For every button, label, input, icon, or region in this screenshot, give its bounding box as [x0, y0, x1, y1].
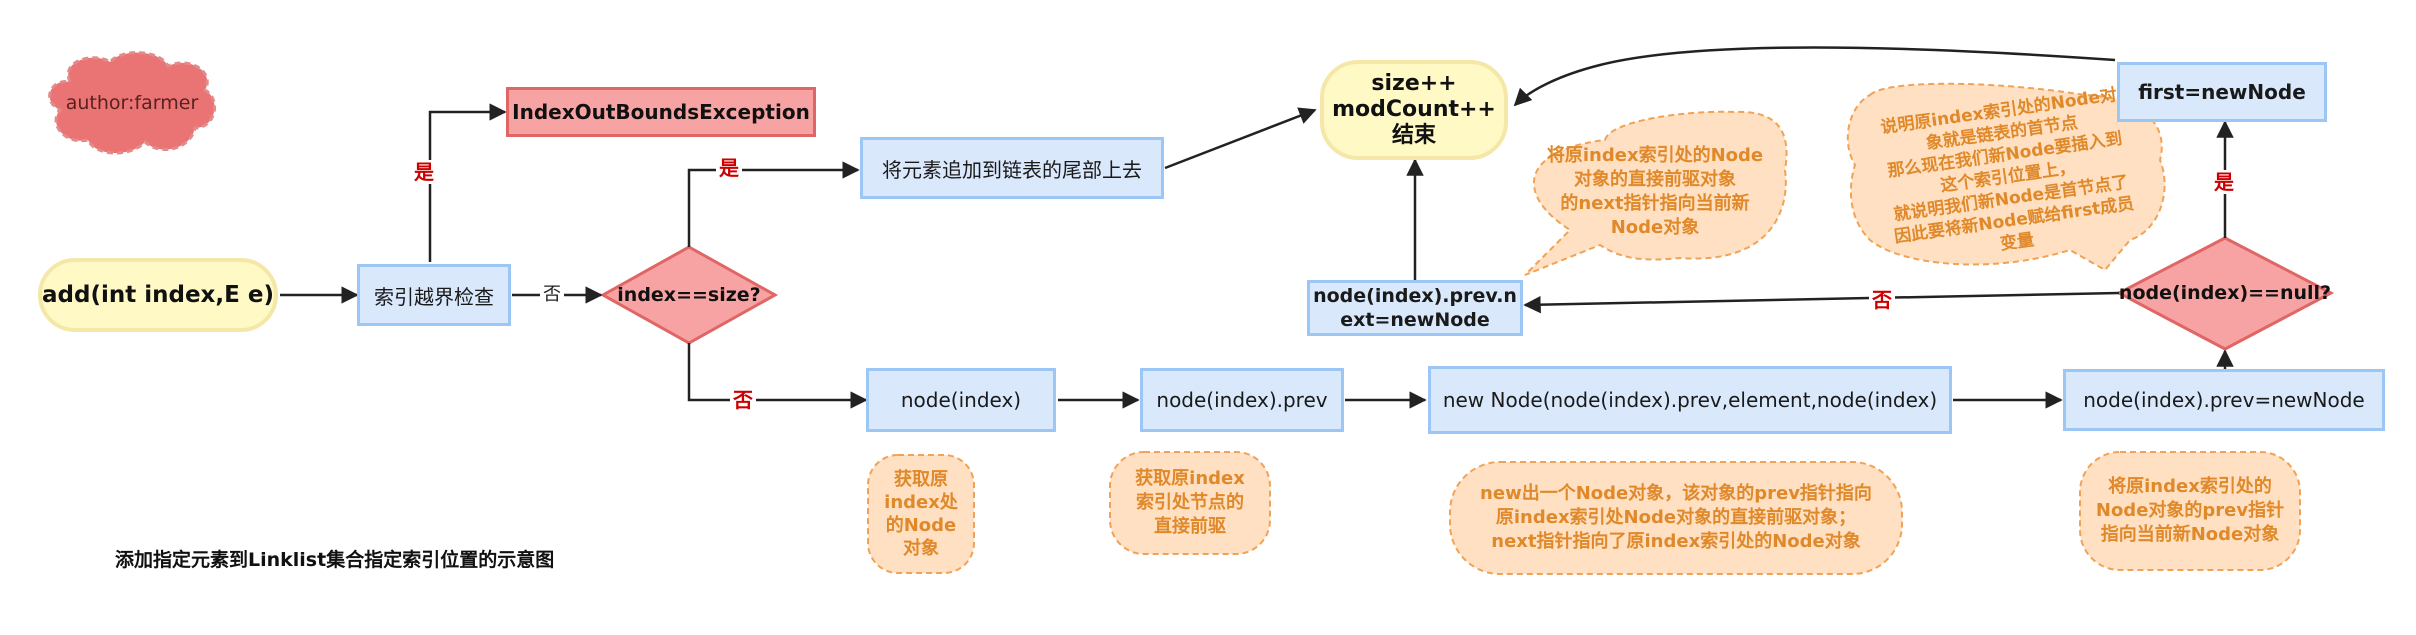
diamond-prev-null: node(index)==null? — [2118, 282, 2332, 304]
edge-label-no-null: 否 — [1869, 288, 1895, 312]
note-prev-pointer-shape — [2079, 451, 2301, 571]
node-node-index: node(index) — [866, 368, 1056, 432]
edges — [280, 46, 2234, 409]
node-append-tail: 将元素追加到链表的尾部上去 — [860, 137, 1164, 199]
note-get-prev: 获取原index 索引处节点的 直接前驱 — [1135, 468, 1245, 537]
edge-size-to-append — [687, 161, 860, 247]
edge-label-no-bounds: 否 — [540, 284, 564, 306]
edge-null-to-prevnext — [1523, 291, 2120, 314]
edge-label-yes-exception: 是 — [411, 160, 437, 184]
note-get-node: 获取原 index处 的Node 对象 — [884, 469, 958, 559]
node-start: add(int index,E e) — [38, 258, 278, 332]
edge-label-yes-null: 是 — [2211, 170, 2237, 194]
note-next-pointer: 将原index索引处的Node 对象的直接前驱对象 的next指针指向当前新 N… — [1546, 145, 1764, 238]
diamond-prev-null-shape — [2115, 236, 2335, 351]
edge-label-yes-size: 是 — [716, 156, 742, 180]
edge-check-to-exception — [428, 103, 507, 262]
note-next-pointer-bubble — [1524, 110, 1788, 276]
note-get-node-shape — [867, 454, 975, 574]
edge-first-to-end — [1513, 46, 2116, 107]
author-cloud-shape — [48, 51, 216, 155]
edge-size-to-node — [687, 343, 868, 409]
edge-append-to-end — [1164, 107, 1317, 170]
node-new-node: new Node(node(index).prev,element,node(i… — [1428, 366, 1952, 434]
node-node-index-prev: node(index).prev — [1140, 368, 1344, 432]
note-get-prev-shape — [1109, 451, 1271, 555]
node-end: size++ modCount++ 结束 — [1320, 60, 1508, 160]
edge-label-no-size: 否 — [730, 388, 756, 412]
node-bounds-check: 索引越界检查 — [357, 264, 511, 326]
author-label: author:farmer — [65, 92, 199, 114]
node-first-new: first=newNode — [2117, 62, 2327, 122]
note-first-desc-bubble — [1846, 82, 2166, 272]
node-set-prev: node(index).prev=newNode — [2063, 369, 2385, 431]
note-new-node-shape — [1449, 461, 1903, 575]
note-new-node-desc: new出一个Node对象，该对象的prev指针指向 原index索引处Node对… — [1480, 483, 1872, 552]
node-exception: IndexOutBoundsException — [506, 87, 816, 137]
diamond-index-eq-size: index==size? — [617, 284, 761, 306]
diagram-caption: 添加指定元素到Linklist集合指定索引位置的示意图 — [115, 549, 555, 571]
node-prev-next: node(index).prev.n ext=newNode — [1307, 280, 1523, 336]
note-prev-pointer: 将原index索引处的 Node对象的prev指针 指向当前新Node对象 — [2095, 476, 2285, 545]
